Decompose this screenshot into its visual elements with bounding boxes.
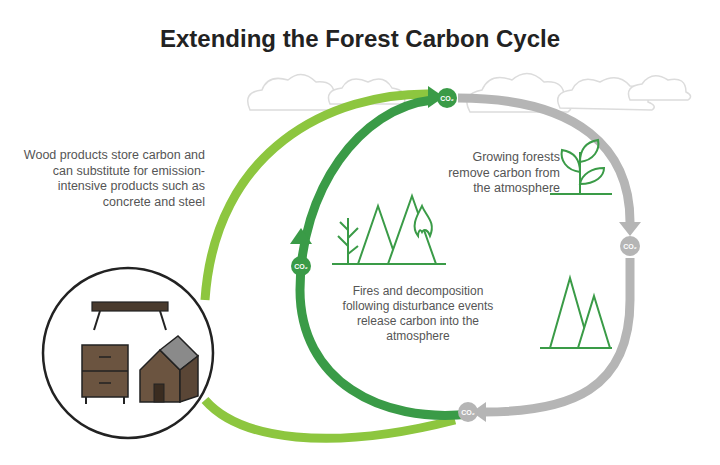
co2-label: CO₂ bbox=[623, 243, 637, 250]
co2-label: CO₂ bbox=[440, 95, 454, 102]
clouds bbox=[248, 73, 691, 112]
diagram-title: Extending the Forest Carbon Cycle bbox=[0, 24, 720, 54]
release-arc bbox=[300, 100, 470, 415]
cycle-arrows bbox=[205, 94, 630, 438]
wood-arc-lower bbox=[205, 400, 455, 438]
growth-note: Growing forests remove carbon from the a… bbox=[440, 150, 560, 197]
wood-products-icon bbox=[43, 268, 213, 438]
arrowheads bbox=[290, 86, 641, 422]
co2-dots bbox=[291, 88, 640, 422]
pine-trees-icon bbox=[540, 278, 612, 348]
disturbance-icon bbox=[332, 196, 446, 264]
wood-products-note: Wood products store carbon and can subst… bbox=[15, 148, 205, 211]
co2-label: CO₂ bbox=[461, 409, 475, 416]
growth-arc-lower bbox=[484, 258, 630, 412]
disturbance-note: Fires and decomposition following distur… bbox=[332, 284, 504, 344]
co2-label: CO₂ bbox=[294, 263, 308, 270]
